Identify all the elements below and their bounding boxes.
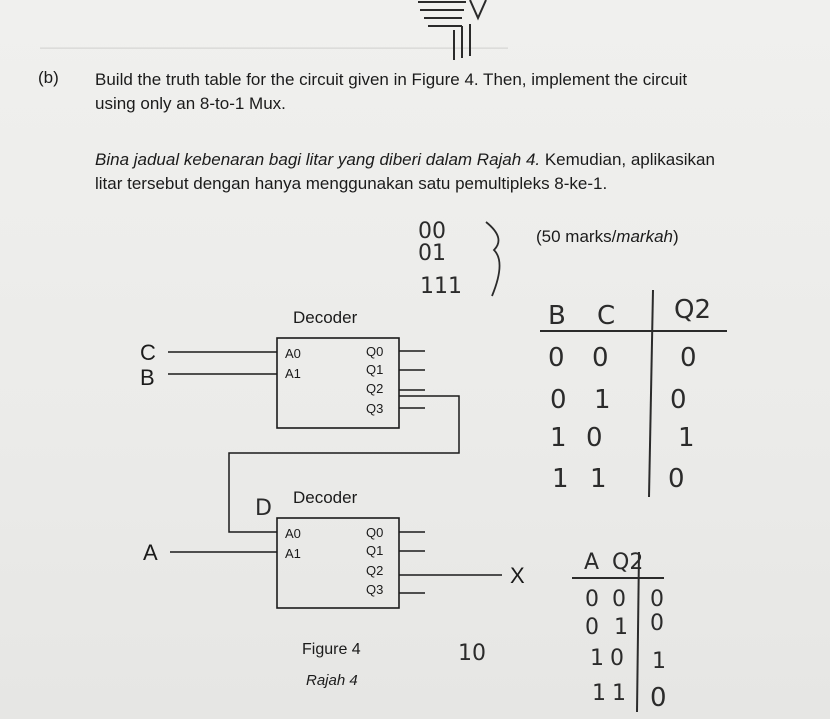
t1-divider [648, 289, 654, 498]
question-malay-part1: Bina jadual kebenaran bagi litar yang di… [95, 150, 541, 169]
decoder1-input-a1: A1 [285, 366, 301, 381]
signal-x-label: X [510, 563, 525, 588]
t1-r2-q2: 0 [670, 385, 687, 415]
decoder2-output-q3: Q3 [366, 582, 383, 597]
decoder2-title: Decoder [293, 488, 358, 507]
scribble-brace [485, 221, 501, 297]
decoder2-output-q0: Q0 [366, 525, 383, 540]
t1-r2-b: 0 [550, 385, 567, 415]
t1-r3-c: 0 [586, 423, 603, 453]
decoder1-input-a0: A0 [285, 346, 301, 361]
t2-r3-a: 1 [590, 646, 604, 671]
t1-r4-c: 1 [590, 464, 607, 494]
t2-r1-q2: 0 [612, 587, 626, 612]
marks-prefix: (50 marks/ [536, 227, 617, 246]
decoder2-input-a1: A1 [285, 546, 301, 561]
t1-r4-b: 1 [552, 464, 569, 494]
t1-r1-c: 0 [592, 343, 609, 373]
decoder1-output-q2: Q2 [366, 381, 383, 396]
t2-r1-x: 0 [650, 587, 664, 612]
t1-r3-q2: 1 [678, 423, 695, 453]
t1-r2-c: 1 [594, 385, 611, 415]
bleed-through-text: ——————————————————————————————————————— [40, 40, 508, 54]
handwritten-truth-table-2: A Q2 0 0 0 0 1 0 1 0 1 1 1 0 [572, 550, 667, 713]
marks-italic: markah [616, 227, 673, 246]
scribble-01: 01 [418, 241, 446, 266]
decoder2-output-q1: Q1 [366, 543, 383, 558]
question-malay-part2: Kemudian, aplikasikan litar tersebut den… [95, 150, 715, 193]
t2-r3-x: 1 [652, 649, 666, 674]
t2-r3-q2: 0 [610, 646, 624, 671]
decoder2-input-a0: A0 [285, 526, 301, 541]
question-text-malay: Bina jadual kebenaran bagi litar yang di… [95, 148, 715, 196]
marks-label: (50 marks/markah) [536, 227, 679, 247]
decoder2-wires [170, 531, 502, 594]
decoder1-output-q0: Q0 [366, 344, 383, 359]
t2-r1-a: 0 [585, 587, 599, 612]
figure-caption-malay: Rajah 4 [306, 672, 358, 689]
question-text-english: Build the truth table for the circuit gi… [95, 70, 688, 113]
t2-r4-x: 0 [650, 683, 667, 713]
t1-r4-q2: 0 [668, 464, 685, 494]
scribble-d: D [255, 496, 272, 521]
handwritten-scribbles: 00 01 111 D 10 [255, 219, 501, 666]
decoder1-output-q3: Q3 [366, 401, 383, 416]
signal-a-label: A [143, 540, 158, 565]
t1-header-c: C [597, 301, 615, 331]
t1-r3-b: 1 [550, 423, 567, 453]
decoder1-wires [168, 350, 460, 533]
decoder1-title: Decoder [293, 308, 358, 327]
scribble-00: 00 [418, 219, 446, 244]
marks-suffix: ) [672, 227, 679, 246]
t1-header-q2: Q2 [674, 295, 711, 325]
t2-r4-q2: 1 [612, 681, 626, 706]
decoder2-box [276, 517, 400, 609]
t2-r2-x: 0 [650, 611, 664, 636]
t1-r1-b: 0 [548, 343, 565, 373]
scribble-10: 10 [458, 641, 486, 666]
t2-r4-a: 1 [592, 681, 606, 706]
decoder1-box [276, 337, 400, 429]
figure-caption-english: Figure 4 [302, 641, 361, 658]
t1-r1-q2: 0 [680, 343, 697, 373]
t2-r2-a: 0 [585, 615, 599, 640]
t2-header-a: A [584, 550, 599, 575]
t2-r2-q2: 1 [614, 615, 628, 640]
decoder2-output-q2: Q2 [366, 563, 383, 578]
signal-b-label: B [140, 365, 155, 390]
decoder1-output-q1: Q1 [366, 362, 383, 377]
t2-divider [636, 551, 640, 713]
t1-header-b: B [548, 301, 566, 331]
signal-c-label: C [140, 340, 156, 365]
scribble-111: 111 [420, 274, 462, 299]
handwritten-truth-table-1: B C Q2 0 0 0 0 1 0 1 0 1 1 1 0 [540, 289, 727, 498]
top-doodle [418, 0, 487, 60]
question-label: (b) [38, 68, 59, 87]
